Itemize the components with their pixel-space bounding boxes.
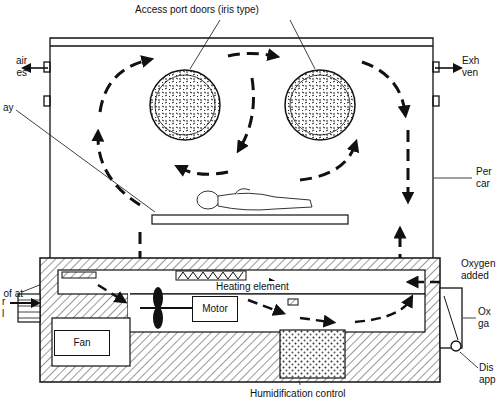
- part-label: Dis app: [479, 362, 496, 386]
- fan-box: Fan: [54, 330, 110, 356]
- part-label: Exh ven: [462, 55, 479, 79]
- motor-box: Motor: [192, 296, 238, 322]
- part-label: air es: [3, 55, 27, 79]
- part-label: Humidification control: [250, 388, 346, 400]
- part-label: Oxygen added: [461, 258, 495, 282]
- part-label: ay: [3, 102, 14, 114]
- part-label: Access port doors (iris type): [135, 4, 259, 16]
- part-label: Ox ga: [478, 306, 491, 330]
- part-label: Heating element: [214, 281, 291, 293]
- part-label: of at: [3, 288, 23, 300]
- node-text: Fan: [73, 337, 90, 349]
- part-label: Per car: [476, 166, 492, 190]
- node-text: Motor: [202, 303, 228, 315]
- part-label: r l: [2, 296, 5, 320]
